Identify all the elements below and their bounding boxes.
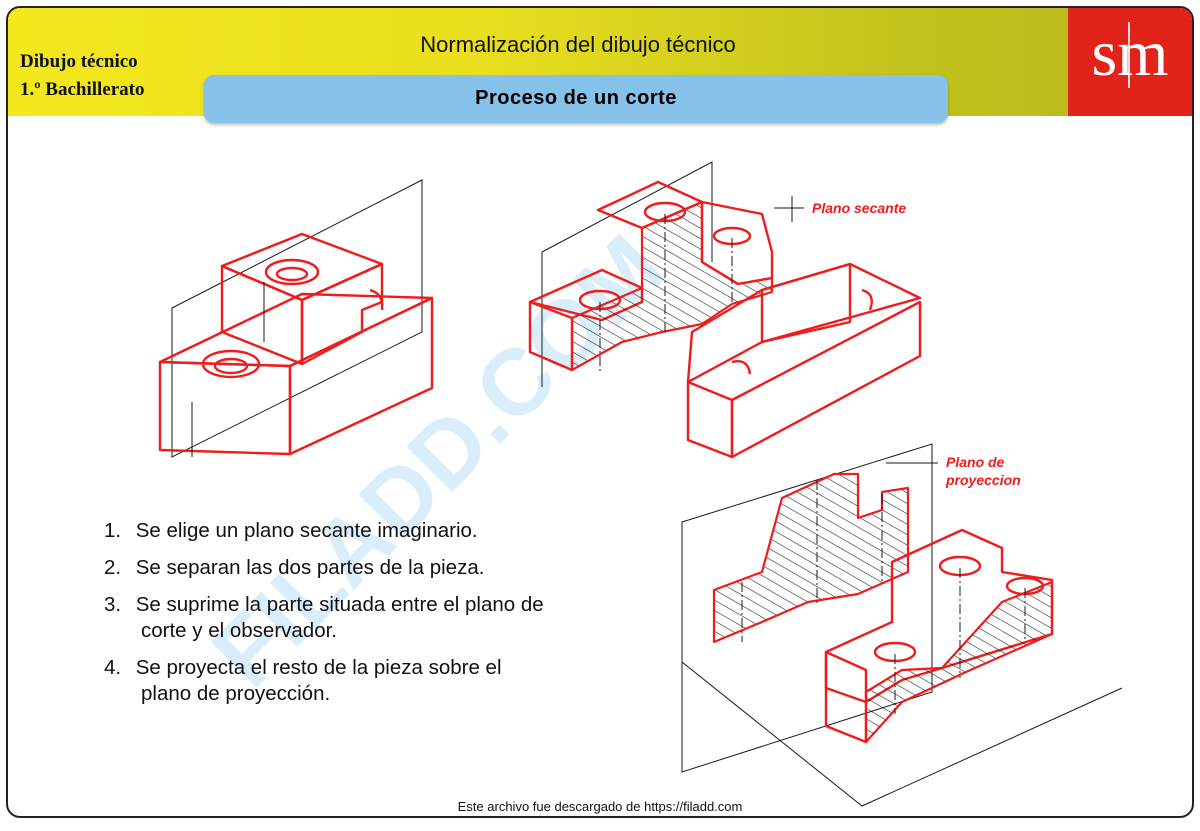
projection-plane-floor [681, 661, 1123, 807]
projection-plane-vertical [681, 443, 933, 773]
projected-section [712, 472, 910, 644]
step-number: 2. [104, 556, 122, 579]
step-text: Se elige un plano secante imaginario. [135, 519, 478, 542]
label-cutting-plane: Plano secante [812, 200, 906, 216]
course-subject: Dibujo técnico [20, 51, 138, 72]
counterbore-left [201, 349, 261, 379]
publisher-logo: sm [1068, 8, 1192, 116]
step-number: 4. [104, 656, 122, 679]
secant-plane-back [541, 161, 713, 262]
steps-list: 1. Se elige un plano secante imaginario.… [104, 518, 664, 718]
hole-left [213, 357, 249, 375]
block-top [220, 232, 384, 302]
drawings-canvas: FILADD.COM [158, 161, 1123, 807]
remaining-front [824, 650, 868, 744]
logo-text: sm [1091, 17, 1169, 90]
base-side [288, 296, 434, 456]
footer-source: Este archivo fue descargado de https://f… [457, 799, 743, 814]
front-notch [861, 288, 873, 311]
step-text: Se suprime la parte situada entre el pla… [135, 593, 544, 616]
cut-face-back-half [570, 200, 774, 372]
step-text-continued: plano de proyección. [141, 682, 331, 705]
step-text: Se proyecta el resto de la pieza sobre e… [135, 656, 502, 679]
step-number: 1. [104, 519, 122, 542]
page-subtitle: Proceso de un corte [475, 87, 677, 109]
remaining-cut-face [864, 580, 1054, 744]
figure-projection: Plano de proyeccion [681, 443, 1123, 807]
page-title: Normalización del dibujo técnico [420, 32, 736, 57]
course-label: Dibujo técnico 1.º Bachillerato [20, 48, 144, 104]
base-top [158, 292, 434, 368]
slide: Dibujo técnico 1.º Bachillerato Normaliz… [6, 6, 1194, 818]
logo-divider [1128, 22, 1130, 88]
notch-arc [369, 288, 384, 311]
counterbore-top [264, 258, 320, 286]
front-block [760, 262, 852, 344]
figure-separated-parts: Plano secante [528, 161, 922, 459]
cutting-plane-outline [171, 179, 423, 458]
front-half-side [730, 300, 922, 459]
course-level: 1.º Bachillerato [20, 79, 145, 100]
step-item: 3. Se suprime la parte situada entre el … [104, 592, 664, 644]
step-item: 2. Se separan las dos partes de la pieza… [104, 555, 664, 581]
front-half-front [686, 380, 734, 459]
label-projection-plane-1: Plano de [946, 454, 1005, 470]
step-text: Se separan las dos partes de la pieza. [135, 556, 485, 579]
front-hole-arc [731, 360, 752, 375]
label-projection-plane-2: proyeccion [945, 472, 1021, 488]
step-number: 3. [104, 593, 122, 616]
block-side [300, 262, 384, 366]
hole-top [275, 266, 309, 282]
figure-whole-piece [158, 179, 434, 458]
subtitle-bar: Proceso de un corte [204, 75, 948, 123]
step-item: 4. Se proyecta el resto de la pieza sobr… [104, 655, 664, 707]
step-item: 1. Se elige un plano secante imaginario. [104, 518, 664, 544]
step-text-continued: corte y el observador. [141, 619, 337, 642]
